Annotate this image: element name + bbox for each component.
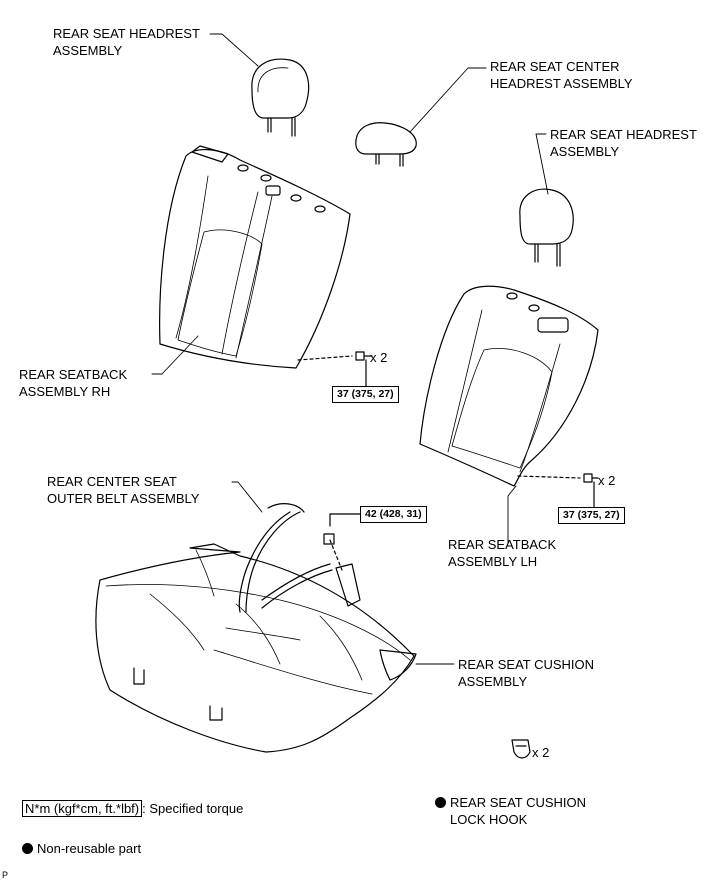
seatback-lh-bolt — [517, 473, 599, 508]
center-belt-drawing — [238, 503, 361, 613]
belt-bolt — [323, 513, 361, 545]
legend-non-reusable: Non-reusable part — [22, 840, 141, 857]
legend-torque-unit: N*m (kgf*cm, ft.*lbf) — [22, 800, 143, 817]
corner-mark: P — [2, 870, 9, 880]
torque-seatback-rh: 37 (375, 27) — [332, 386, 399, 403]
seatback-lh-drawing — [419, 285, 599, 487]
torque-seatback-lh: 37 (375, 27) — [558, 507, 625, 524]
legend-dot-icon — [22, 843, 33, 854]
qty-lock-hook: x 2 — [532, 745, 550, 760]
headrest-lh-drawing — [519, 188, 574, 267]
torque-belt-bolt: 42 (428, 31) — [360, 506, 427, 523]
seatback-rh-drawing — [159, 145, 351, 369]
seat-cushion-drawing — [95, 543, 417, 753]
qty-seatback-rh-bolt: x 2 — [370, 350, 388, 365]
qty-seatback-lh-bolt: x 2 — [598, 473, 616, 488]
headrest-rh-drawing — [251, 58, 310, 137]
legend-torque: N*m (kgf*cm, ft.*lbf): Specified torque — [22, 800, 243, 817]
non-reusable-dot-icon — [435, 797, 446, 808]
lock-hook-drawing — [511, 739, 531, 759]
seatback-rh-bolt — [297, 351, 373, 387]
label-rear-seat-cushion-lock-hook: REAR SEAT CUSHION LOCK HOOK — [435, 794, 586, 828]
headrest-center-drawing — [355, 122, 417, 167]
legend-torque-text: : Specified torque — [142, 801, 244, 816]
leader-lines — [151, 33, 549, 665]
